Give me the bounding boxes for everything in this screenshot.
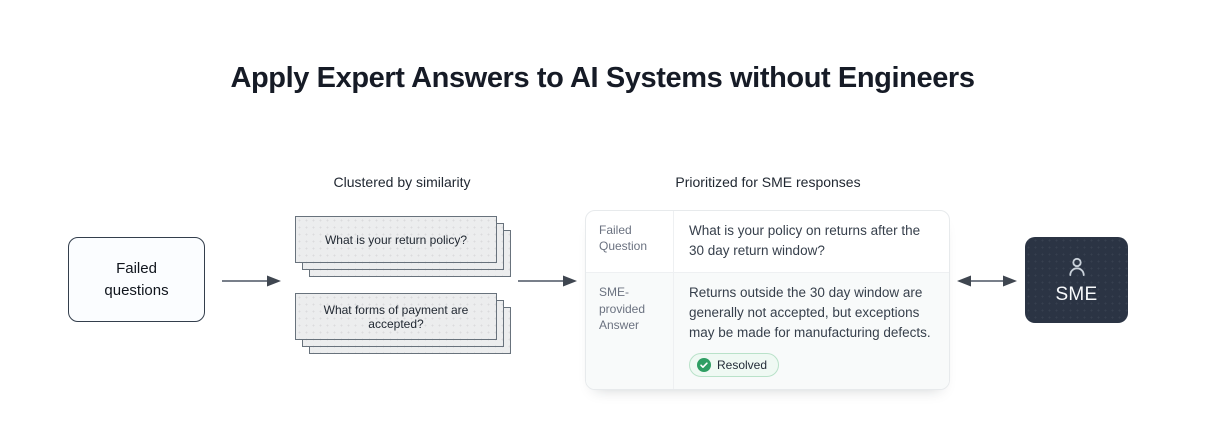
- sme-label: SME: [1055, 284, 1098, 305]
- question-card: What is your return policy?: [295, 216, 497, 263]
- arrow-failed-to-clusters: [221, 274, 281, 293]
- clusters-heading: Clustered by similarity: [333, 174, 471, 190]
- question-card-stack: What forms of payment are accepted?: [295, 293, 512, 355]
- person-icon: [1064, 254, 1090, 280]
- failed-questions-label: Failed questions: [104, 259, 169, 299]
- right-arrow-icon: [518, 275, 577, 287]
- question-card-stack: What is your return policy?: [295, 216, 512, 278]
- failed-questions-node: Failed questions: [68, 237, 205, 322]
- double-arrow-icon: [957, 275, 1017, 287]
- table-row: SME-provided Answer Returns outside the …: [586, 272, 949, 390]
- priority-table: Failed Question What is your policy on r…: [585, 210, 950, 391]
- page-title: Apply Expert Answers to AI Systems witho…: [230, 62, 975, 94]
- row-label: Failed Question: [599, 223, 648, 254]
- row-label: SME-provided Answer: [599, 285, 646, 332]
- check-circle-icon: [697, 357, 711, 372]
- arrow-clusters-to-table: [517, 274, 577, 293]
- status-badge-label: Resolved: [717, 357, 768, 372]
- arrow-table-sme-bidirectional: [956, 274, 1018, 293]
- question-card: What forms of payment are accepted?: [295, 293, 497, 340]
- right-arrow-icon: [222, 275, 281, 287]
- status-badge: Resolved: [689, 352, 780, 377]
- row-value: Returns outside the 30 day window are ge…: [673, 273, 949, 390]
- row-value: What is your policy on returns after the…: [673, 211, 949, 273]
- sme-node: SME: [1025, 237, 1128, 323]
- priority-table-heading: Prioritized for SME responses: [675, 174, 861, 190]
- answer-text: Returns outside the 30 day window are ge…: [689, 285, 931, 340]
- table-row: Failed Question What is your policy on r…: [586, 211, 949, 273]
